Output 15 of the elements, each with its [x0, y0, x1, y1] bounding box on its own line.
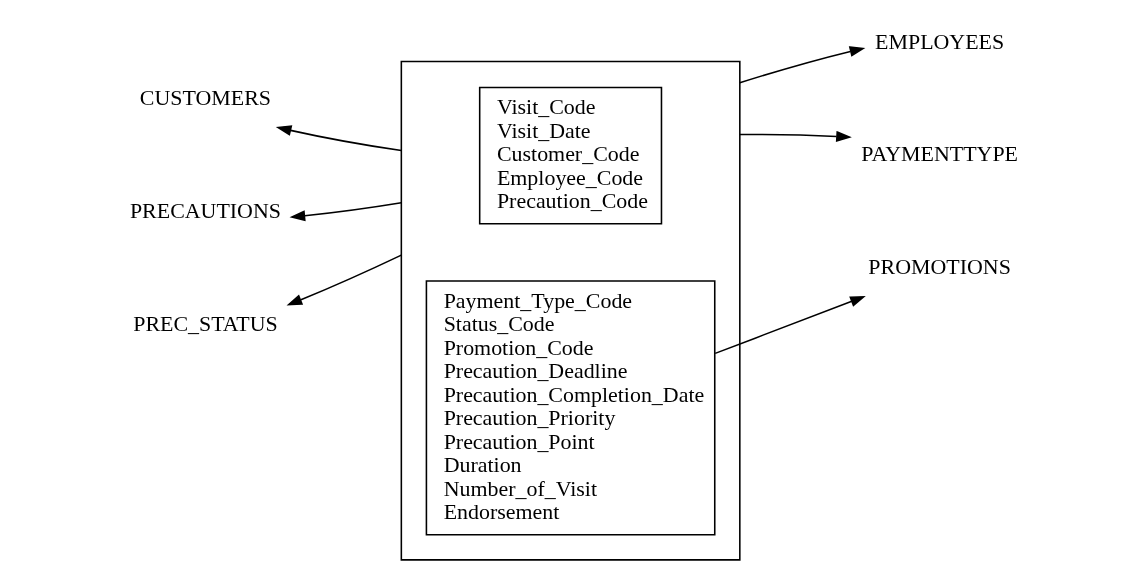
arrow — [738, 130, 852, 142]
arrow — [275, 125, 402, 152]
cluster — [400, 60, 741, 561]
node-text: PRECAUTIONS — [129, 197, 281, 223]
node-text: CUSTOMERS — [139, 84, 271, 110]
arrow — [289, 202, 402, 222]
arrow — [738, 46, 865, 84]
arrow — [286, 254, 402, 306]
arrow — [713, 295, 866, 355]
node-text: PROMOTIONS — [867, 254, 1011, 280]
node-text: EMPLOYEES — [874, 28, 1004, 54]
node-box: Visit_Code Visit_Date Customer_Code Employee_Code Precaution_Code — [478, 86, 662, 225]
node-text: PAYMENTTYPE — [860, 141, 1018, 167]
node-box: Payment_Type_Code Status_Code Promotion_Code Precaution_Deadline Precaution_Completion_Date Precaution_Priority Precaution_Point Duration Number_of_Visit Endorsement — [425, 280, 716, 536]
node-text: PREC_STATUS — [132, 310, 278, 336]
